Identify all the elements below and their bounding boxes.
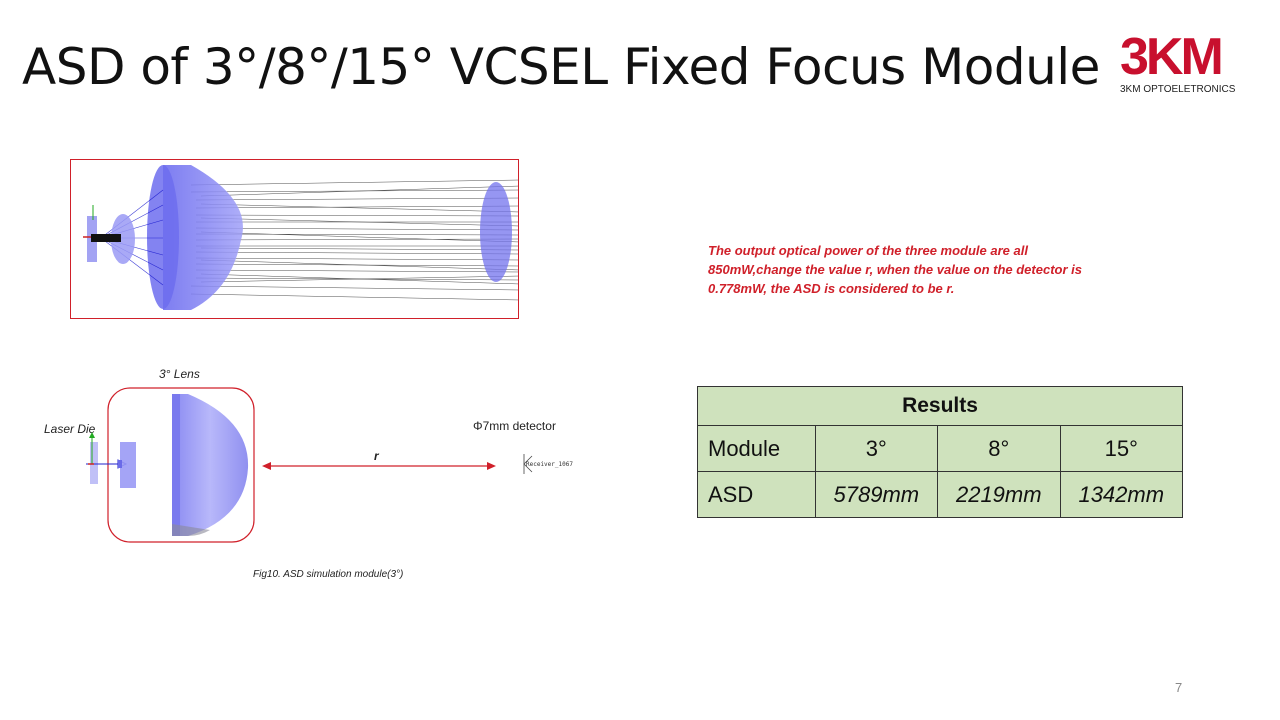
page-number: 7 xyxy=(1175,680,1183,695)
column-3deg: 3° xyxy=(814,425,939,472)
schematic-lens-flange xyxy=(172,394,180,536)
distance-label: r xyxy=(374,449,380,463)
asd-value-8deg: 2219mm xyxy=(937,471,1061,518)
laser-die-label: Laser Die xyxy=(44,422,96,436)
schematic-axis-y-arrow xyxy=(89,432,95,438)
module-header: Module xyxy=(697,425,816,472)
results-table: Results Module 3° 8° 15° ASD 5789mm 2219… xyxy=(697,386,1183,518)
schematic-collimator xyxy=(120,442,136,488)
emitter xyxy=(91,234,121,242)
asd-schematic: r Receiver_1067 xyxy=(86,387,573,543)
receiver-label: Receiver_1067 xyxy=(526,461,573,468)
schematic-dome-lens xyxy=(172,394,249,536)
distance-arrow-right xyxy=(487,462,496,470)
lens-highlight-box xyxy=(107,387,255,543)
rays-output xyxy=(190,179,518,301)
asd-row-label: ASD xyxy=(697,471,816,518)
asd-value-15deg: 1342mm xyxy=(1059,471,1183,518)
receiver-mark-a xyxy=(523,455,533,465)
table-row: Module 3° 8° 15° xyxy=(697,425,1183,472)
logo-mark: 3KM xyxy=(1120,28,1221,86)
lens-body xyxy=(163,165,243,310)
detector-disc xyxy=(480,182,512,282)
schematic-lens-shadow xyxy=(172,524,210,536)
ray-trace-graphic xyxy=(83,165,518,310)
collimator-lens xyxy=(111,214,135,264)
column-8deg: 8° xyxy=(937,425,1061,472)
lens-label: 3° Lens xyxy=(159,367,200,381)
logo-subtitle: 3KM OPTOELETRONICS xyxy=(1120,84,1236,95)
slide-title: ASD of 3°/8°/15° VCSEL Fixed Focus Modul… xyxy=(22,38,1100,96)
company-logo: 3KM xyxy=(1120,28,1224,86)
table-row: ASD 5789mm 2219mm 1342mm xyxy=(697,471,1183,518)
distance-arrow-left xyxy=(262,462,271,470)
figure-caption: Fig10. ASD simulation module(3°) xyxy=(253,569,404,580)
column-15deg: 15° xyxy=(1059,425,1183,472)
ray-trace-simulation xyxy=(70,159,519,319)
receiver-mark-b xyxy=(523,463,533,473)
results-title: Results xyxy=(697,386,1183,426)
description-text: The output optical power of the three mo… xyxy=(708,243,1082,296)
lens-face xyxy=(147,165,179,309)
asd-value-3deg: 5789mm xyxy=(814,471,939,518)
schematic-laser-die xyxy=(90,442,98,484)
detector-label: Φ7mm detector xyxy=(473,419,556,433)
schematic-collimator-rim xyxy=(118,460,122,468)
